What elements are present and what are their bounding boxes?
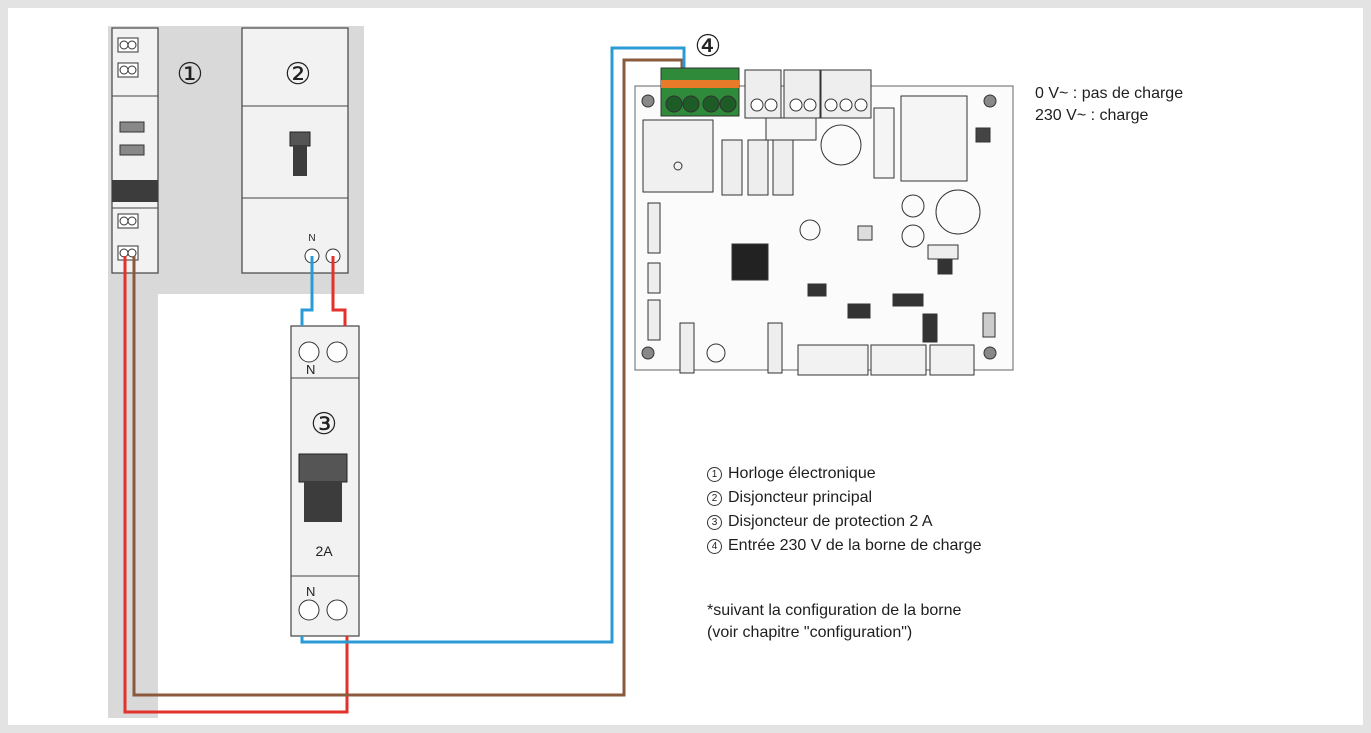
legend-item: 3 Disjoncteur de protection 2 A — [707, 512, 982, 532]
legend-item: 4 Entrée 230 V de la borne de charge — [707, 536, 982, 556]
red-wire-loop — [123, 256, 349, 714]
legend: 1 Horloge électronique 2 Disjoncteur pri… — [707, 464, 982, 556]
breaker-neutral-bottom: N — [306, 584, 315, 599]
legend-number: 2 — [707, 490, 722, 506]
red-wire-top — [331, 256, 347, 326]
marker-2: ② — [285, 58, 312, 91]
marker-1: ① — [177, 58, 204, 91]
brown-wire — [132, 58, 684, 697]
blue-wire-board — [300, 46, 686, 644]
diagram-frame: ① ② N ③ N 2A N — [8, 8, 1363, 725]
legend-text: Disjoncteur de protection 2 A — [728, 513, 933, 530]
legend-item: 1 Horloge électronique — [707, 464, 982, 484]
legend-text: Disjoncteur principal — [728, 489, 873, 506]
note-line-1: *suivant la configuration de la borne — [707, 602, 962, 619]
legend-text: Horloge électronique — [728, 465, 876, 482]
main-breaker — [241, 27, 349, 274]
main-breaker-neutral-label: N — [308, 233, 315, 244]
clock-module — [111, 27, 159, 274]
charge-state-line-1: 0 V~ : pas de charge — [1035, 85, 1184, 102]
charging-board — [634, 67, 1014, 376]
legend-number: 3 — [707, 514, 722, 530]
marker-3: ③ — [311, 408, 338, 441]
breaker-rating: 2A — [315, 543, 333, 559]
legend-number: 1 — [707, 466, 722, 482]
wires — [123, 46, 686, 714]
wiring-diagram: ① ② N ③ N 2A N — [108, 26, 1014, 718]
legend-text: Entrée 230 V de la borne de charge — [728, 537, 982, 554]
marker-4: ④ — [695, 30, 722, 63]
note-line-2: (voir chapitre "configuration") — [707, 624, 913, 641]
charge-state-line-2: 230 V~ : charge — [1035, 107, 1149, 124]
legend-number: 4 — [707, 538, 722, 554]
legend-item: 2 Disjoncteur principal — [707, 488, 982, 508]
protection-breaker — [290, 325, 360, 637]
blue-wire-top — [300, 256, 314, 326]
breaker-neutral-top: N — [306, 362, 315, 377]
